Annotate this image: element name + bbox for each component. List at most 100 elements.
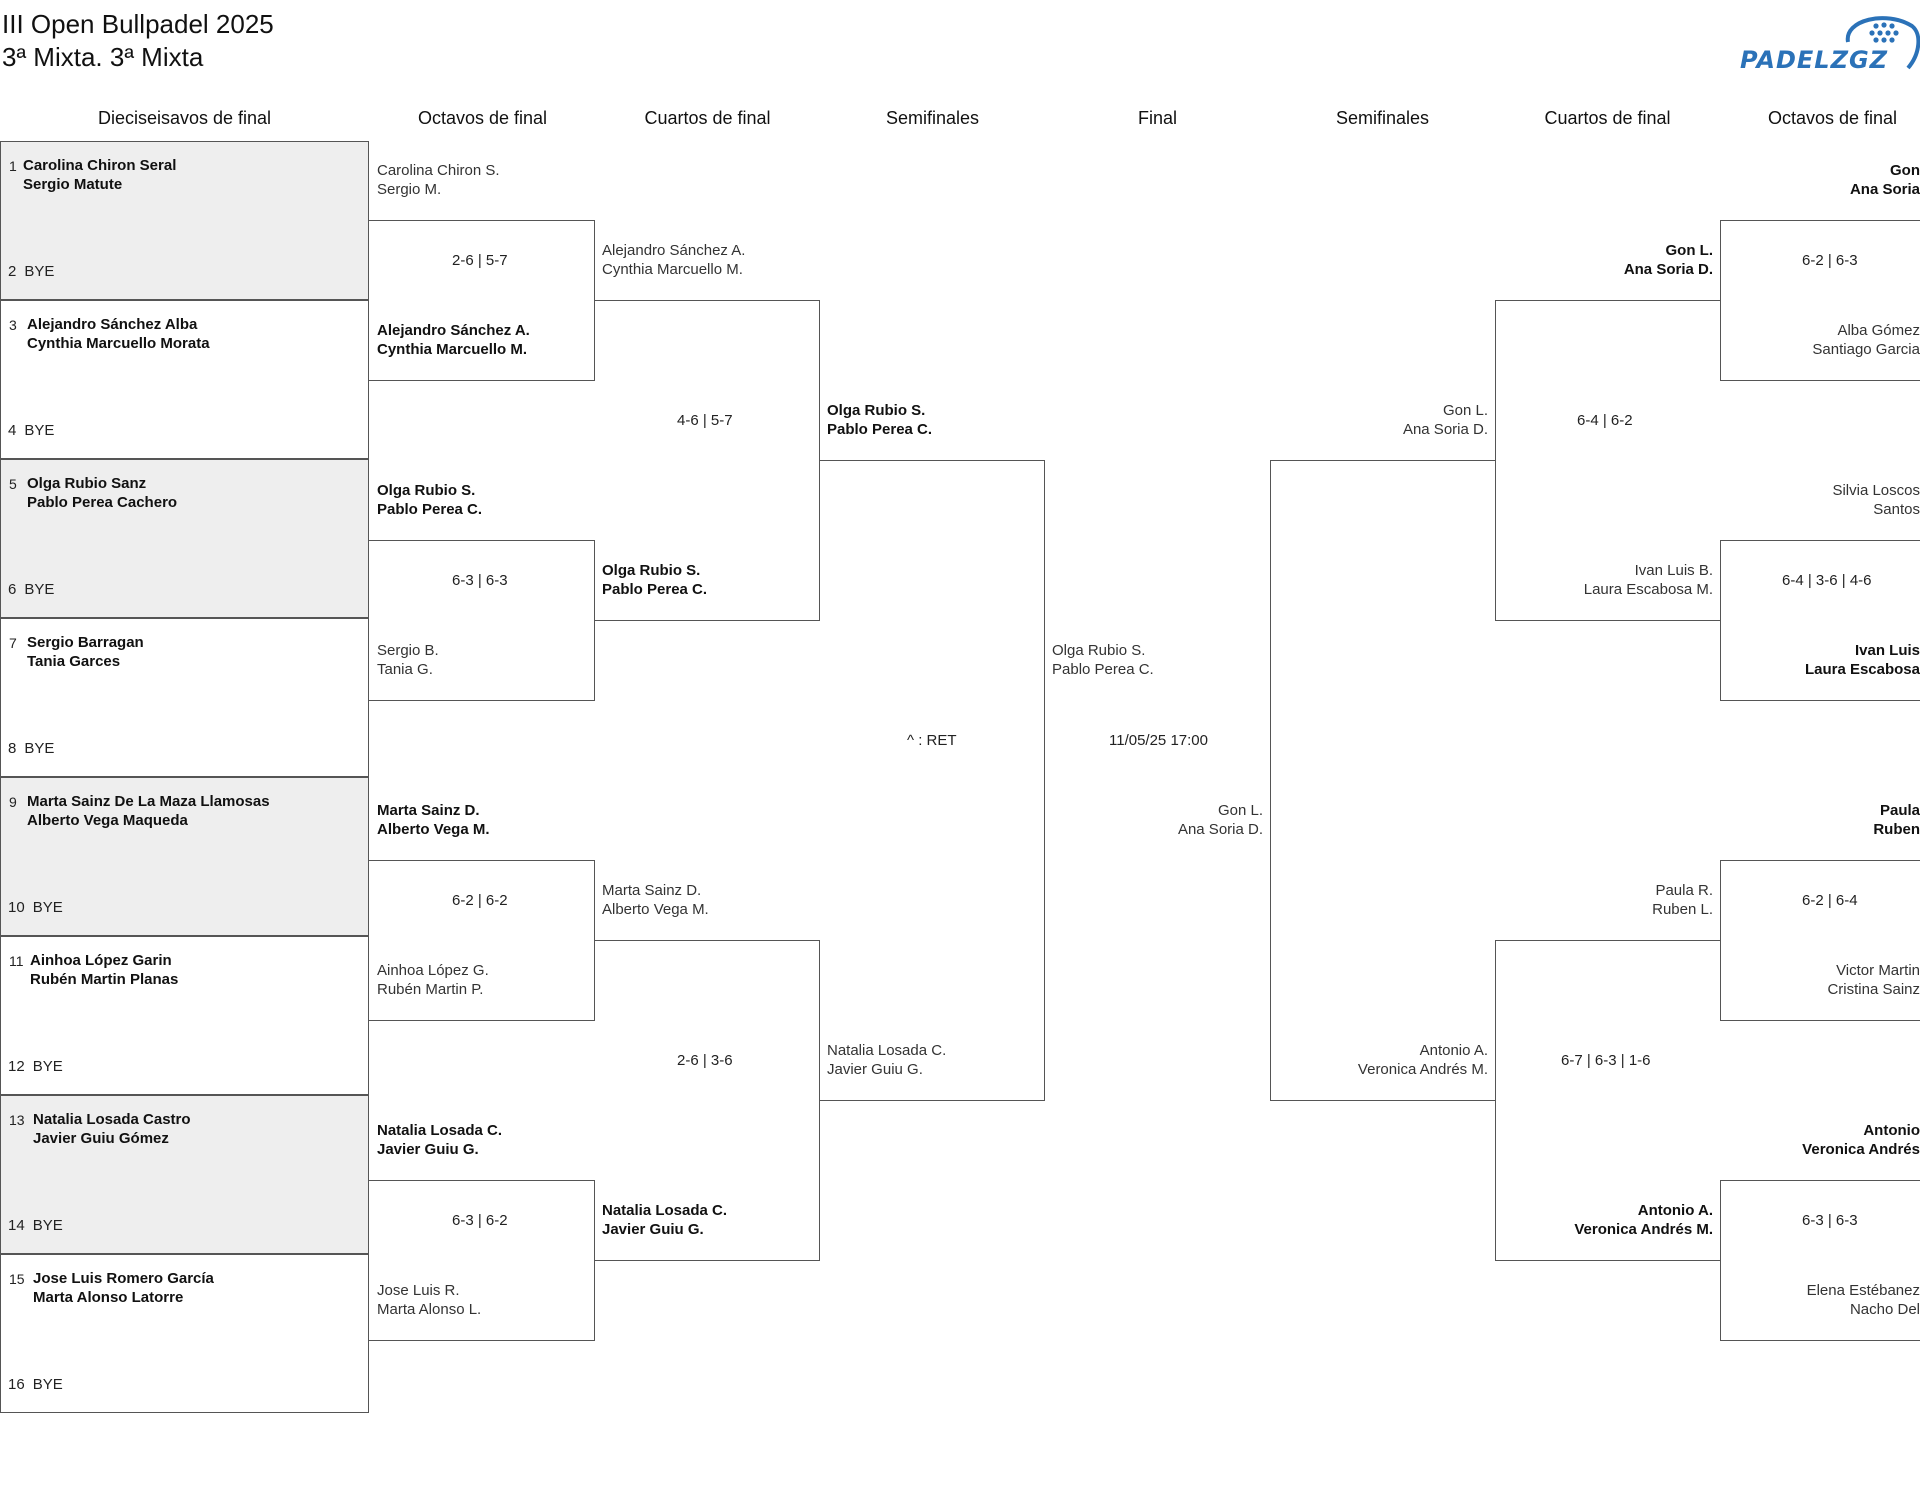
bracket-line <box>1720 860 1920 861</box>
player-1: Olga Rubio Sanz <box>27 475 147 492</box>
bracket-line <box>594 1260 820 1261</box>
bracket-line <box>1720 1020 1920 1021</box>
seed-number: 6 <box>8 581 17 598</box>
final-team-left: Olga Rubio S.Pablo Perea C. <box>1052 642 1154 678</box>
octavos-team: Marta Sainz D.Alberto Vega M. <box>377 802 490 838</box>
bracket-line <box>369 380 595 381</box>
bye-label: BYE <box>24 263 55 280</box>
bracket-line <box>1270 460 1271 1101</box>
bracket-line <box>1495 620 1721 621</box>
player-1: Ainhoa López Garin <box>30 952 172 969</box>
octavos-team: Carolina Chiron S.Sergio M. <box>377 162 500 198</box>
bracket-line <box>1720 1180 1721 1341</box>
logo-text: PADELZGZ <box>1740 46 1889 74</box>
player-2: Marta Alonso Latorre <box>33 1289 184 1306</box>
octavos-team: Natalia Losada C.Javier Guiu G. <box>377 1122 503 1158</box>
bracket-line <box>819 1100 1045 1101</box>
bracket-line <box>1720 220 1721 381</box>
bracket-line <box>1720 220 1920 221</box>
bracket-line <box>594 940 820 941</box>
match-score: 6-2 | 6-2 <box>452 892 508 909</box>
match-score: 6-7 | 6-3 | 1-6 <box>1561 1052 1651 1069</box>
match-score: 2-6 | 5-7 <box>452 252 508 269</box>
seed-number: 15 <box>9 1271 25 1287</box>
bracket-line <box>1495 300 1721 301</box>
octavos-team: Jose Luis R.Marta Alonso L. <box>377 1282 482 1318</box>
match-score: 2-6 | 3-6 <box>677 1052 733 1069</box>
round-header-semis-left: Semifinales <box>885 108 980 128</box>
seed-number: 4 <box>8 422 17 439</box>
bye-label: BYE <box>32 1376 63 1393</box>
seed-number: 16 <box>8 1376 25 1393</box>
match-score: 6-4 | 3-6 | 4-6 <box>1782 572 1872 589</box>
semis-team-right: Antonio A.Veronica Andrés M. <box>1357 1042 1488 1078</box>
seed-number: 2 <box>8 263 17 280</box>
cuartos-team-right: Ivan Luis B.Laura Escabosa M. <box>1583 562 1713 598</box>
semis-team: Natalia Losada C.Javier Guiu G. <box>827 1042 947 1078</box>
bracket-line <box>1720 700 1920 701</box>
bracket-line <box>594 620 820 621</box>
match-score: ^ : RET <box>907 732 957 749</box>
bye-label: BYE <box>24 422 55 439</box>
bracket-line <box>1720 540 1721 701</box>
bye-label: BYE <box>32 1058 63 1075</box>
seed-number: 14 <box>8 1217 25 1234</box>
round-header-final: Final <box>1137 108 1177 128</box>
padel-ball-icon <box>1845 16 1920 70</box>
player-1: Carolina Chiron Seral <box>23 157 177 174</box>
bye-entry-6: 6 BYE <box>8 581 54 598</box>
player-1: Marta Sainz De La Maza Llamosas <box>27 793 270 810</box>
bracket-line <box>1720 1340 1920 1341</box>
cuartos-team-right: Antonio A.Veronica Andrés M. <box>1574 1202 1713 1238</box>
bracket-line <box>369 1180 595 1181</box>
player-2: Tania Garces <box>27 653 121 670</box>
seed-number: 13 <box>9 1112 25 1128</box>
player-1: Natalia Losada Castro <box>33 1111 191 1128</box>
bracket-line <box>1270 460 1496 461</box>
round-header-semis-right: Semifinales <box>1335 108 1430 128</box>
bracket-line <box>1495 940 1721 941</box>
cuartos-team: Alejandro Sánchez A.Cynthia Marcuello M. <box>602 242 746 278</box>
bracket-line <box>1044 460 1045 1101</box>
seed-number: 10 <box>8 899 25 916</box>
player-2: Sergio Matute <box>23 176 123 193</box>
tournament-title: III Open Bullpadel 2025 <box>2 9 274 39</box>
round-header-cuartos-left: Cuartos de final <box>644 108 771 128</box>
octavos-team: Olga Rubio S.Pablo Perea C. <box>377 482 483 518</box>
match-score: 6-2 | 6-3 <box>1802 252 1858 269</box>
seed-number: 8 <box>8 740 17 757</box>
cuartos-team-right: Paula R.Ruben L. <box>1652 882 1713 918</box>
bracket-line <box>369 220 595 221</box>
bracket-line <box>1720 860 1721 1021</box>
semis-team: Olga Rubio S.Pablo Perea C. <box>827 402 933 438</box>
bracket-line <box>1270 1100 1496 1101</box>
round-header-octavos-left: Octavos de final <box>417 108 548 128</box>
cuartos-team: Olga Rubio S.Pablo Perea C. <box>602 562 708 598</box>
round-header-octavos-right: Octavos de final <box>1767 108 1898 128</box>
player-2: Javier Guiu Gómez <box>33 1130 169 1147</box>
bye-label: BYE <box>24 581 55 598</box>
match-score: 6-3 | 6-3 <box>452 572 508 589</box>
bracket-line <box>819 460 1045 461</box>
match-score: 6-2 | 6-4 <box>1802 892 1858 909</box>
